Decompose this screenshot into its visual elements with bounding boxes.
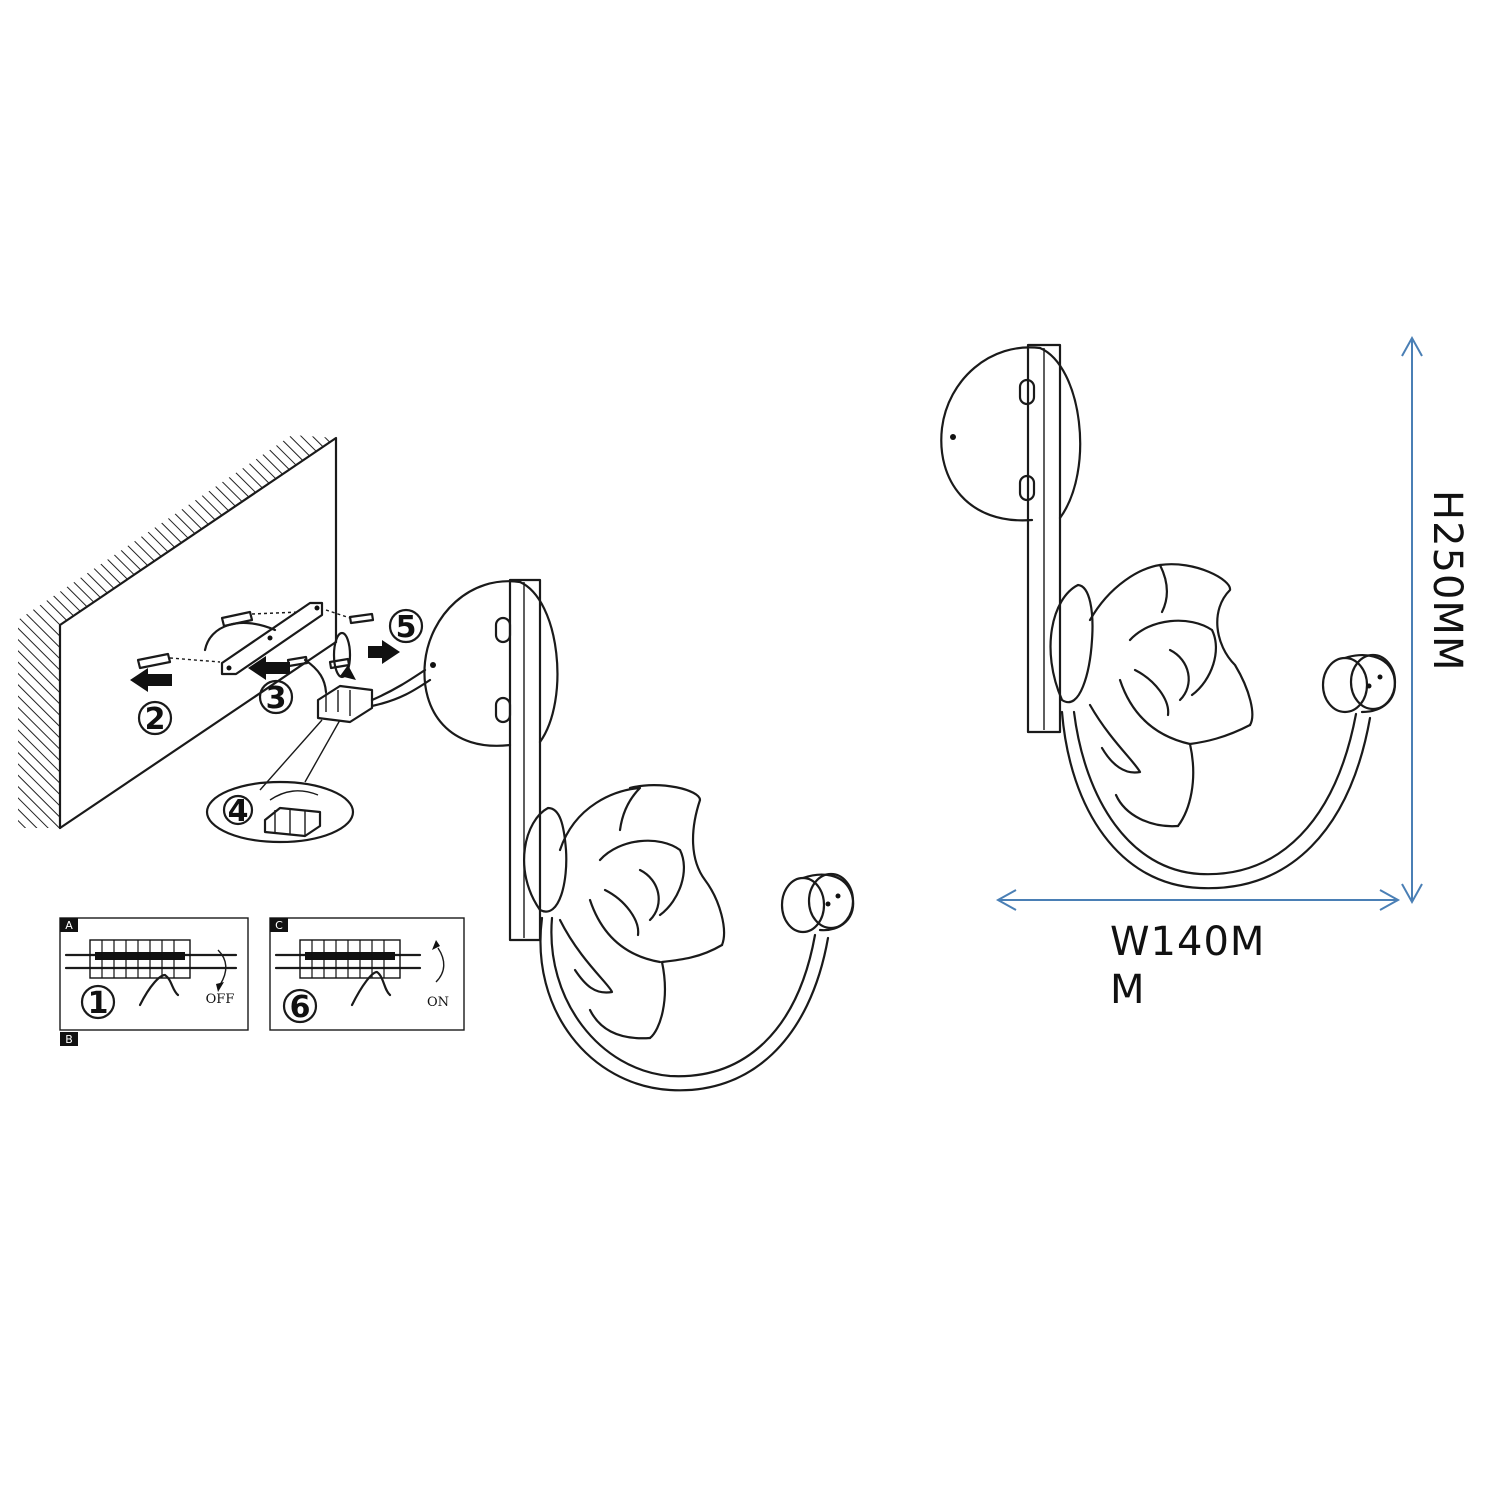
arrow-left-3 [248,656,290,680]
panel-tag-b: B [65,1033,73,1046]
height-label: H250MM [1424,490,1470,671]
width-label-line1: W140M [1110,919,1265,965]
wall-plug-left [136,652,221,670]
lamp-installation-view [423,578,855,1092]
width-dimension-arrow [995,889,1401,911]
arrow-left-2 [130,668,172,692]
screw-mid [286,655,351,670]
on-label: ON [427,995,449,1010]
step-3-label: 3 [266,681,287,716]
arrow-right-5 [368,640,400,664]
screw-top [325,609,375,625]
wall [18,435,338,830]
step-2-label: 2 [145,702,166,737]
lamp-dimension-view [940,343,1397,890]
breaker-panel-on: C 6 ON [269,917,465,1031]
panel-tag-c: C [275,919,283,932]
step-1-label: 1 [88,986,109,1021]
off-label: OFF [206,992,235,1007]
step-5-label: 5 [396,610,417,645]
step-6-label: 6 [290,990,311,1025]
step-4-label: 4 [228,794,249,829]
height-dimension-arrow [1401,335,1423,905]
wall-plug-top [220,610,301,628]
rotate-icon [332,631,356,680]
terminal-block [303,658,432,724]
panel-tag-a: A [65,919,73,932]
step-2-marker: 2 [137,700,173,737]
mounting-bracket [203,601,324,676]
breaker-panel-off: A B 1 OFF [59,917,249,1046]
width-label-line2: M [1110,967,1146,1013]
step-5-marker: 5 [388,608,424,645]
step-3-marker: 3 [258,679,294,716]
step-4-callout: 4 [205,719,355,844]
